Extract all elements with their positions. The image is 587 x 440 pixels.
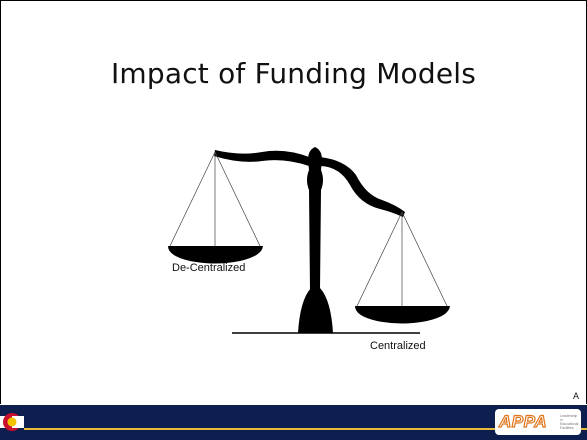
colorado-flag-icon <box>0 405 24 440</box>
left-pan <box>168 246 263 264</box>
scale-beam-right <box>320 157 405 217</box>
appa-logo: APPA Leadership in Educational Facilitie… <box>495 409 581 435</box>
right-pan-string-left <box>356 211 403 307</box>
right-pan-label: Centralized <box>370 340 426 352</box>
scale-pillar <box>307 147 323 290</box>
appa-logo-text: APPA <box>498 411 547 431</box>
slide-title: Impact of Funding Models <box>110 57 477 90</box>
scale-foot <box>298 288 333 333</box>
slide-letter: A <box>572 391 579 401</box>
footer-stripe <box>0 428 587 430</box>
scale-beam-left <box>214 150 309 166</box>
right-pan <box>355 306 450 324</box>
footer-bottom-band <box>0 430 587 440</box>
footer-band <box>0 405 587 428</box>
left-pan-string-left <box>169 151 216 247</box>
appa-logo-tagline: Leadership in Educational Facilities <box>560 414 579 430</box>
right-pan-string-right <box>401 211 448 307</box>
left-pan-string-right <box>214 151 261 247</box>
left-pan-label: De-Centralized <box>172 262 246 274</box>
